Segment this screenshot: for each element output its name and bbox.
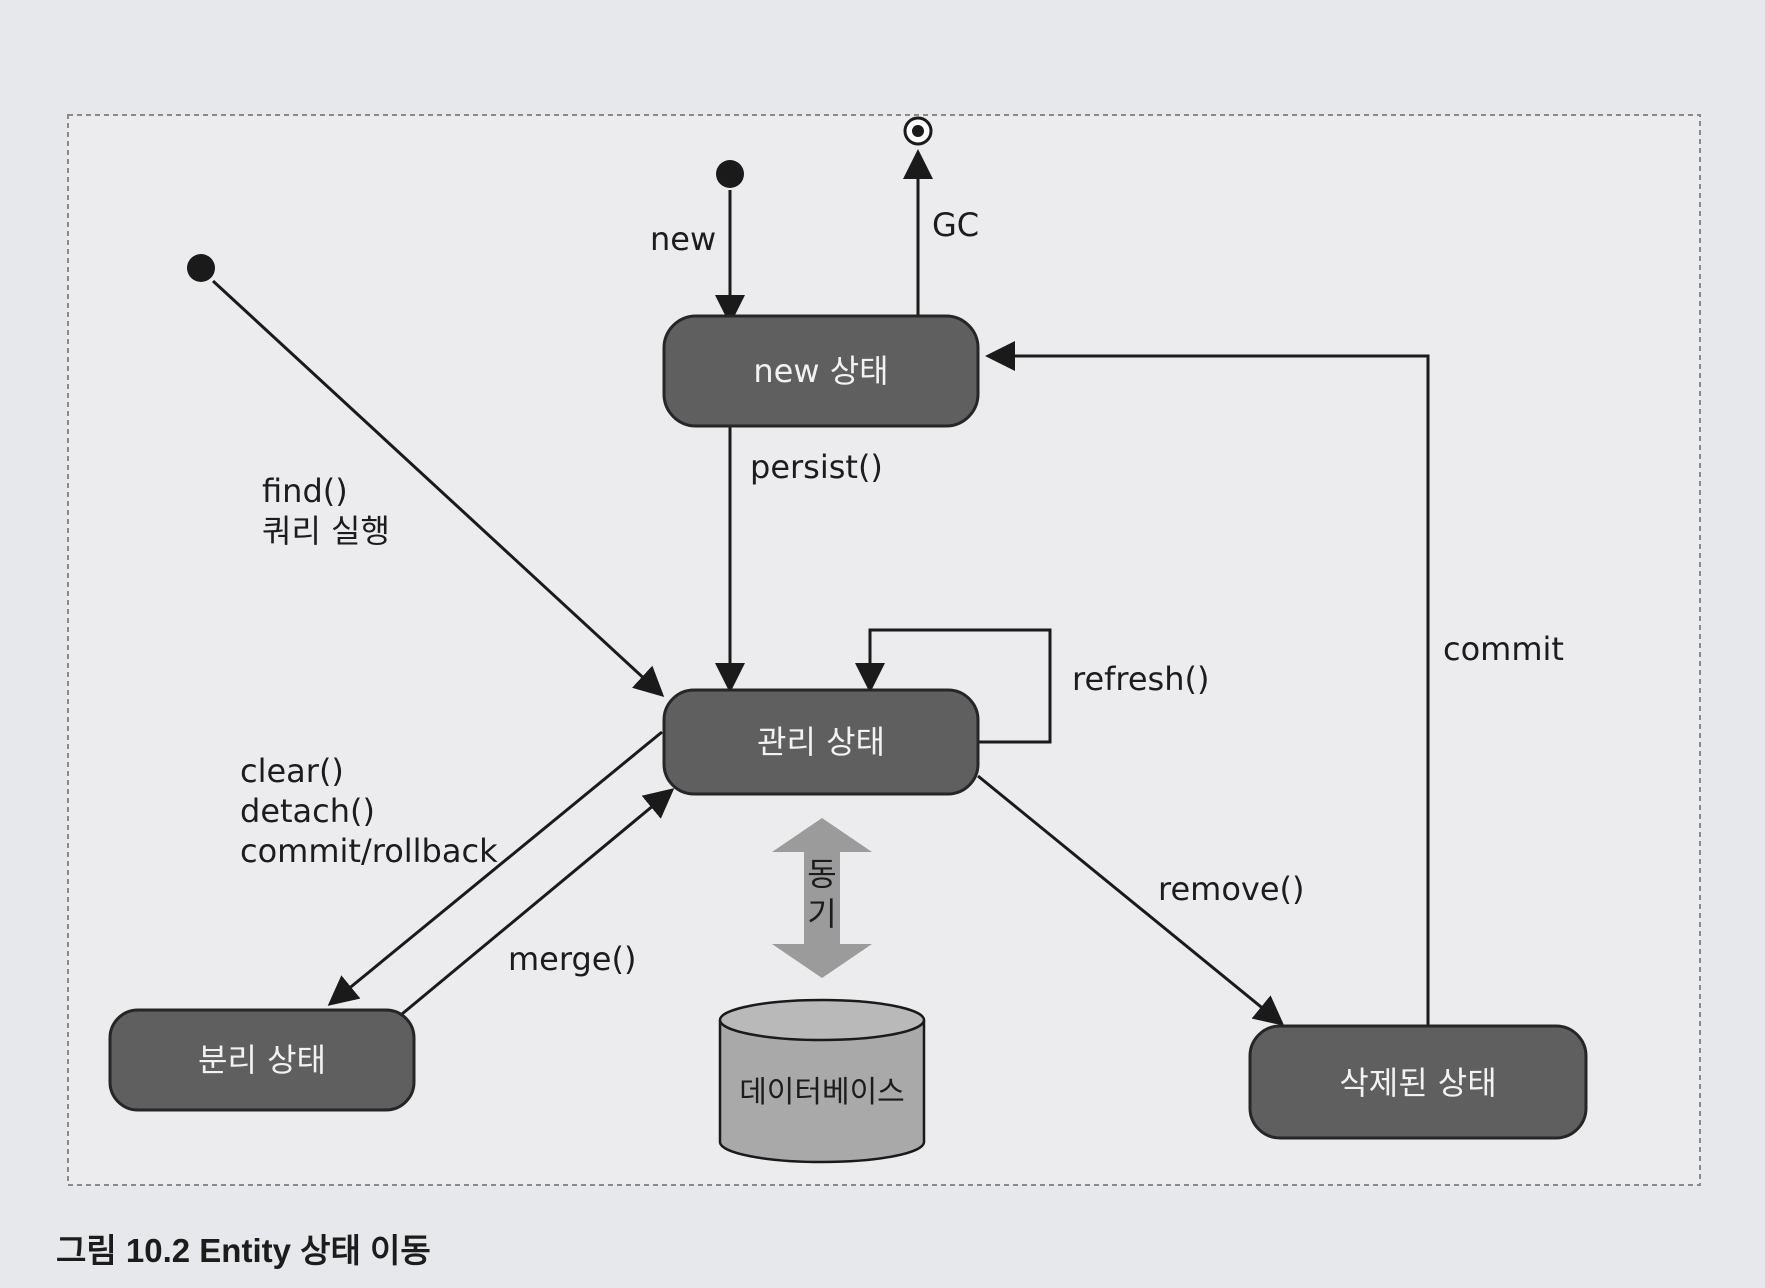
sync-label-line2: 기 [807,895,836,933]
state-detached-label: 분리 상태 [198,1041,326,1079]
clear-detach-arrow [327,730,663,1006]
label-merge: merge() [508,940,636,978]
sync-double-arrow-icon [772,818,872,978]
final-node [903,116,933,146]
database-label: 데이터베이스 [739,1075,905,1110]
initial-node-new [716,160,744,188]
database-icon [718,998,926,1164]
state-removed: 삭제된 상태 [1248,1024,1588,1140]
merge-arrow [401,788,675,1016]
state-managed: 관리 상태 [662,688,980,796]
state-new-label: new 상태 [753,352,888,390]
refresh-arrow [855,628,1052,744]
label-query: 쿼리 실행 [262,512,390,550]
label-refresh: refresh() [1072,660,1209,698]
state-managed-label: 관리 상태 [757,723,885,761]
commit-arrow [985,341,1430,1026]
label-find: find() [262,472,348,510]
remove-arrow [977,774,1285,1026]
label-clear: clear() [240,752,344,790]
state-removed-label: 삭제된 상태 [1339,1064,1496,1102]
figure-caption: 그림 10.2 Entity 상태 이동 [56,1232,431,1269]
label-persist: persist() [750,448,883,486]
state-new: new 상태 [662,314,980,428]
sync-label-line1: 동 [807,855,836,893]
find-arrow [211,279,665,698]
label-detach: detach() [240,792,375,830]
initial-node-find [187,254,215,282]
label-commit-rollback: commit/rollback [240,832,498,870]
label-gc: GC [932,206,979,244]
label-commit: commit [1443,630,1564,668]
label-new: new [650,220,716,258]
state-detached: 분리 상태 [108,1008,416,1112]
label-remove: remove() [1158,870,1304,908]
